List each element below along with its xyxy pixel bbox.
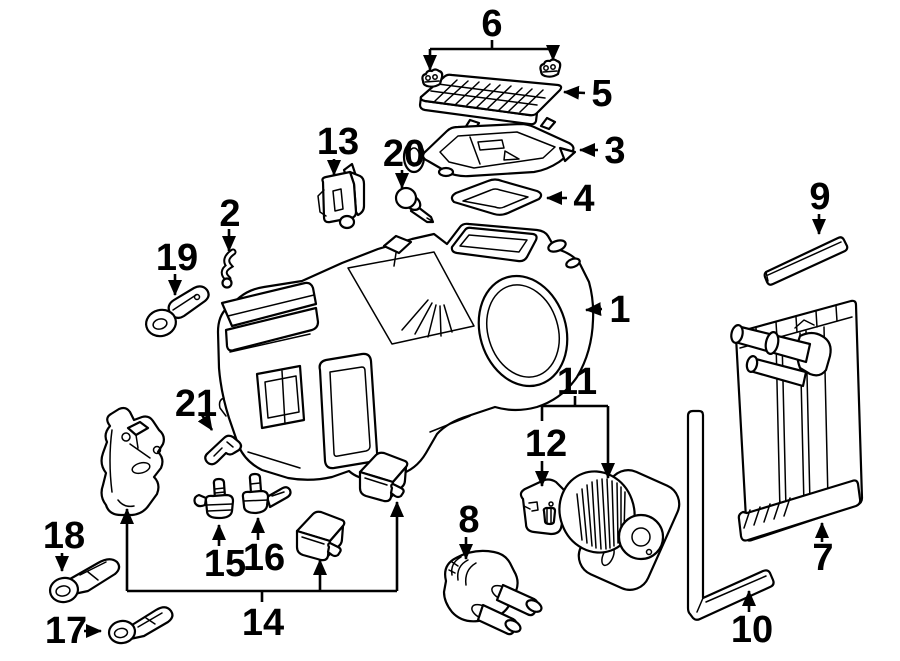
callout-6: 6 — [423, 3, 560, 71]
callout-1: 1 — [585, 289, 631, 331]
callout-10: 10 — [731, 590, 773, 651]
callout-4-label: 4 — [573, 178, 594, 220]
callout-3: 3 — [579, 130, 626, 172]
callout-15-label: 15 — [204, 543, 246, 585]
part-16-valve-drawing — [241, 472, 292, 515]
callout-6-label: 6 — [481, 3, 502, 45]
part-12-mount-drawing — [519, 478, 570, 536]
part-4-seal-drawing — [450, 178, 543, 216]
part-19-lever-drawing — [145, 285, 210, 338]
part-3-housing-cover-drawing — [402, 116, 577, 178]
part-14-bracket-drawing — [100, 406, 165, 517]
part-5-grille-drawing — [418, 73, 563, 126]
part-14-actuator-lower-drawing — [295, 510, 346, 562]
part-20-sensor-drawing — [394, 186, 435, 224]
callout-9: 9 — [809, 176, 831, 235]
callout-2-label: 2 — [219, 193, 240, 235]
callout-3-label: 3 — [604, 130, 625, 172]
part-21-lever-drawing — [204, 434, 243, 466]
callout-16-label: 16 — [243, 537, 285, 579]
part-9-seal-strip-drawing — [763, 236, 849, 286]
callout-10-label: 10 — [731, 609, 773, 651]
callout-20-label: 20 — [383, 133, 425, 175]
callout-8: 8 — [458, 499, 480, 560]
part-10-seal-strip-drawing — [686, 409, 775, 621]
callout-19-label: 19 — [156, 237, 198, 279]
callout-1-label: 1 — [609, 289, 630, 331]
callout-13: 13 — [317, 121, 359, 176]
callout-5-label: 5 — [591, 73, 612, 115]
callout-17: 17 — [45, 610, 102, 652]
part-11-blower-motor-drawing — [558, 469, 681, 591]
blower-fins — [576, 478, 626, 550]
callout-12-label: 12 — [525, 423, 567, 465]
callout-9-label: 9 — [809, 176, 830, 218]
callout-16: 16 — [243, 517, 285, 579]
grille-grid — [430, 79, 546, 113]
heater-core-pipes — [730, 319, 832, 388]
callout-18: 18 — [43, 515, 85, 572]
callout-11: 11 — [540, 361, 615, 479]
callout-4: 4 — [546, 178, 595, 220]
part-13-bracket-drawing — [317, 162, 366, 230]
callout-14: 14 — [120, 501, 404, 644]
callout-13-label: 13 — [317, 121, 359, 163]
part-2-clip-drawing — [220, 248, 237, 289]
callout-21: 21 — [175, 383, 217, 431]
callout-18-label: 18 — [43, 515, 85, 557]
callout-8-label: 8 — [458, 499, 479, 541]
callout-7: 7 — [812, 522, 834, 579]
part-1-heater-case-drawing — [216, 222, 595, 481]
part-15-valve-drawing — [193, 477, 235, 520]
callout-12: 12 — [525, 423, 567, 487]
callout-17-label: 17 — [45, 610, 87, 652]
part-17-lever-drawing — [107, 606, 174, 645]
callout-5: 5 — [563, 73, 613, 115]
callout-7-label: 7 — [812, 537, 833, 579]
callout-11-label: 11 — [557, 361, 597, 403]
part-18-lever-drawing — [48, 558, 121, 604]
callout-14-label: 14 — [242, 602, 284, 644]
part-7-heater-core-drawing — [730, 299, 864, 542]
callout-15: 15 — [204, 524, 246, 585]
callout-2: 2 — [219, 193, 241, 252]
callout-20: 20 — [383, 133, 425, 189]
callout-21-label: 21 — [175, 383, 217, 425]
part-8-motor-drawing — [442, 549, 543, 636]
callout-19: 19 — [156, 237, 198, 296]
